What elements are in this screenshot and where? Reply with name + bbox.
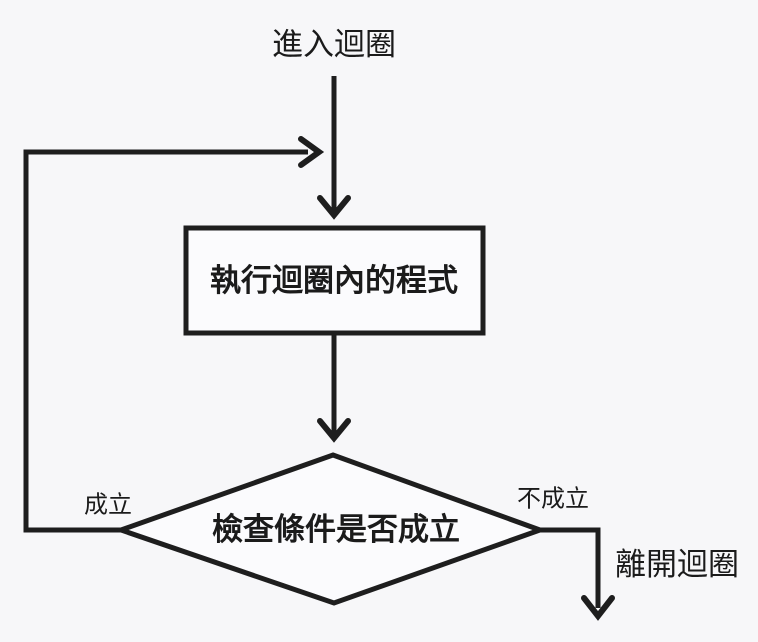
process-box	[183, 225, 486, 336]
entry-arrow	[317, 76, 351, 220]
loopback-arrow	[23, 136, 325, 533]
process-to-decision-arrowhead-down-icon	[317, 418, 351, 443]
loopback-line	[23, 149, 308, 533]
entry-arrowhead-down-icon	[317, 195, 351, 220]
process-to-decision-arrow	[317, 333, 351, 443]
decision-label: 檢查條件是否成立	[212, 512, 460, 547]
entry-label: 進入迴圈	[272, 27, 396, 62]
loopback-arrowhead-right-icon	[298, 136, 325, 168]
decision-node: 檢查條件是否成立	[113, 452, 548, 606]
exit-line	[540, 527, 601, 608]
branch-true-label: 成立	[84, 491, 132, 518]
process-label: 執行迴圈內的程式	[210, 263, 458, 298]
exit-arrow	[540, 527, 615, 621]
branch-false-label: 不成立	[517, 485, 589, 512]
exit-label: 離開迴圈	[615, 547, 739, 582]
exit-arrowhead-down-icon	[581, 595, 615, 621]
decision-diamond	[113, 452, 548, 606]
process-node: 執行迴圈內的程式	[183, 225, 486, 336]
